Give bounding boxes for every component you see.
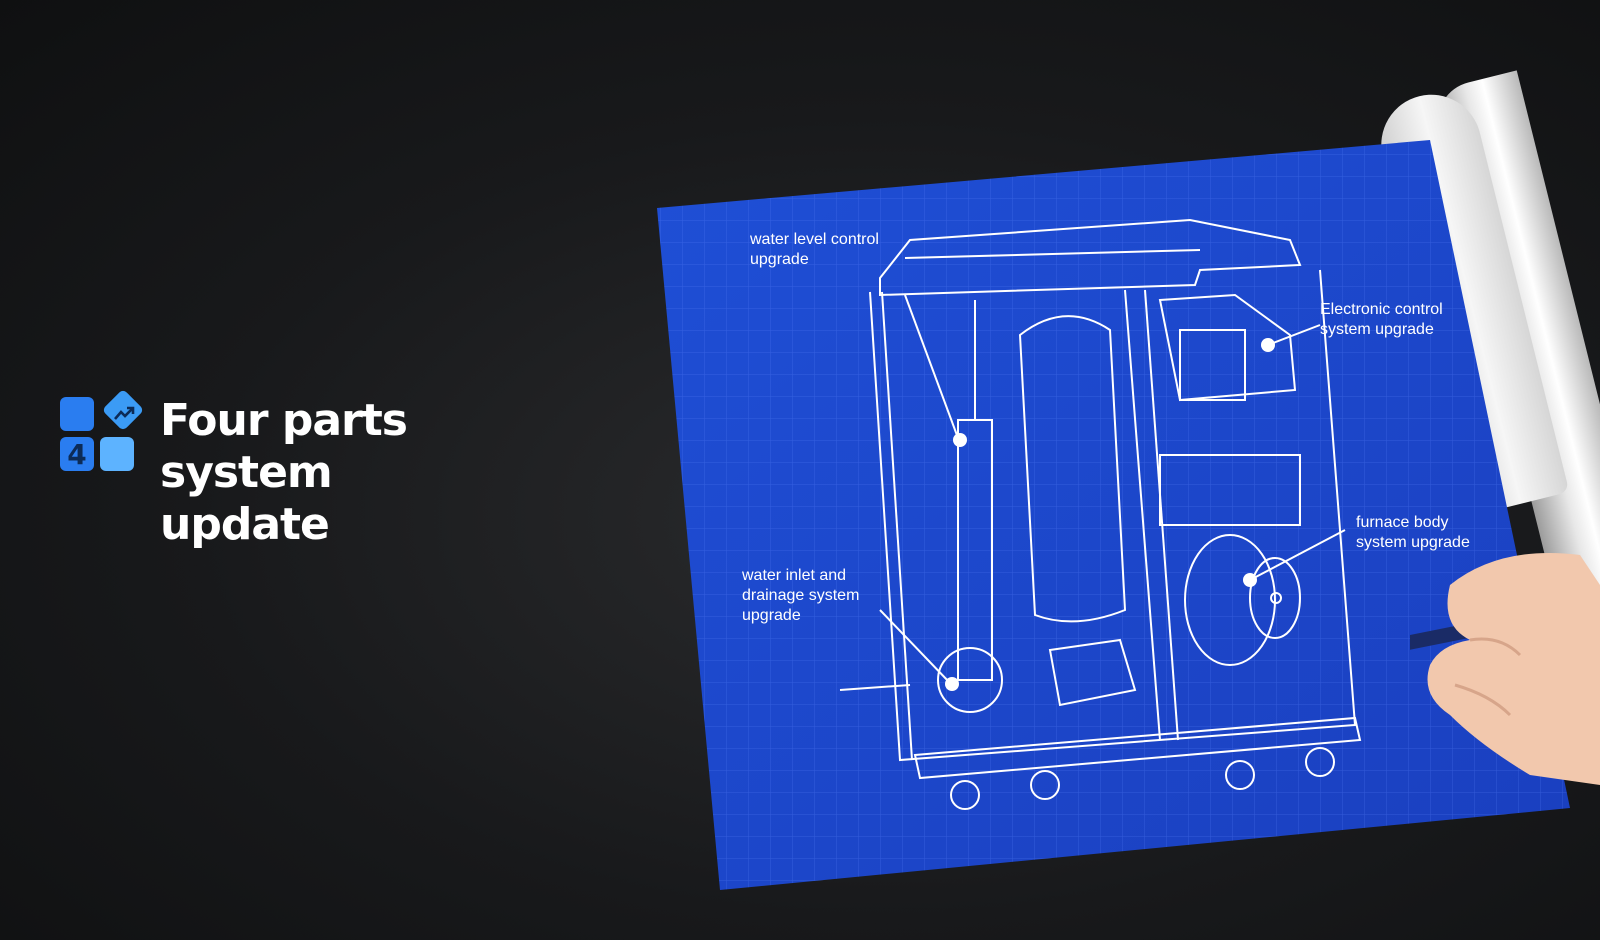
title-line-1: Four parts system: [160, 395, 408, 498]
callout-dots: [945, 338, 1275, 691]
callout-water-level: water level control upgrade: [750, 231, 879, 268]
page-title: Four parts system update: [160, 395, 590, 551]
four-squares-trend-icon: 4: [60, 388, 146, 483]
callout-water-inlet: water inlet and drainage system upgrade: [742, 567, 860, 624]
machine-drawing: [839, 218, 1362, 810]
title-line-2: update: [160, 499, 330, 550]
callout-furnace-body: furnace body system upgrade: [1356, 514, 1470, 551]
hand-with-pencil-icon: [1410, 553, 1600, 785]
trend-arrow-icon: [114, 406, 135, 420]
headline: 4 Four parts system update: [60, 388, 590, 551]
callout-electronic-control: Electronic control system upgrade: [1320, 301, 1443, 338]
logo-digit: 4: [60, 437, 94, 471]
